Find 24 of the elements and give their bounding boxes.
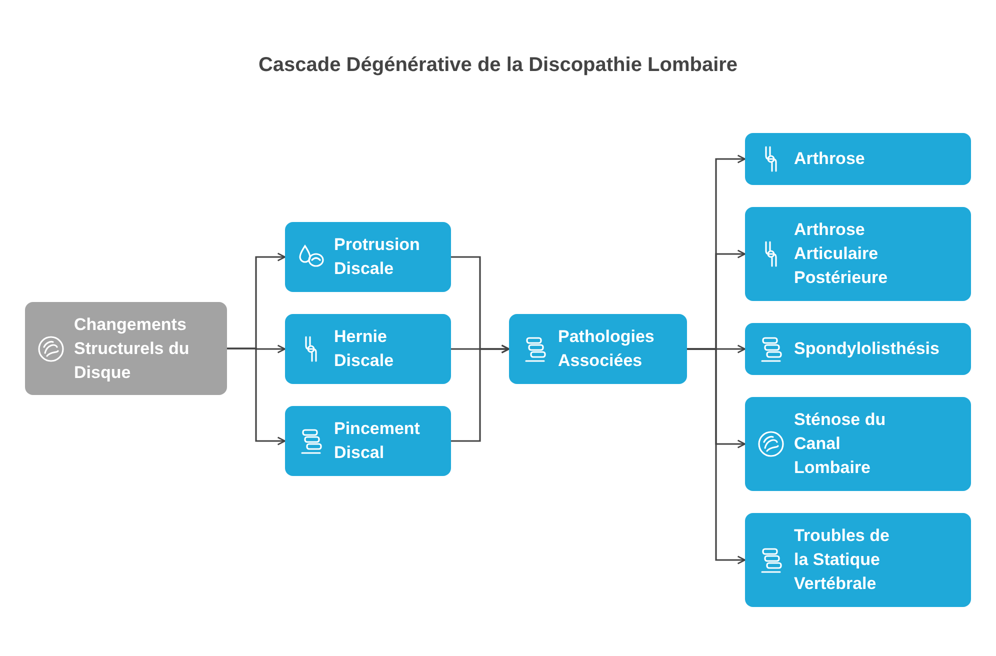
node-label: Protrusion Discale	[334, 234, 421, 280]
node-label: Pincement Discal	[334, 418, 421, 464]
source-box	[25, 302, 227, 395]
node-label: Changements Structurels du Disque	[74, 314, 190, 384]
process-box	[745, 133, 971, 185]
node-label: Pathologies Associées	[558, 326, 656, 372]
process-box	[745, 207, 971, 301]
process-box	[509, 314, 687, 384]
process-box	[285, 314, 451, 384]
process-box	[285, 406, 451, 476]
diagram-title: Cascade Dégénérative de la Discopathie Lombaire	[257, 54, 739, 77]
node-label: Spondylolisthésis	[794, 338, 940, 360]
node-label: Arthrose Articulaire Postérieure	[794, 219, 889, 289]
process-box	[745, 513, 971, 607]
node-label: Troubles de la Statique Vertébrale	[794, 525, 890, 595]
arrow	[687, 348, 746, 564]
process-box	[745, 323, 971, 375]
process-box	[285, 222, 451, 292]
process-box	[745, 397, 971, 491]
node-label: Hernie Discale	[334, 326, 395, 372]
arrow	[227, 348, 286, 446]
node-label: Arthrose	[794, 148, 866, 170]
arrow	[451, 344, 510, 442]
node-label: Sténose du Canal Lombaire	[794, 409, 887, 479]
